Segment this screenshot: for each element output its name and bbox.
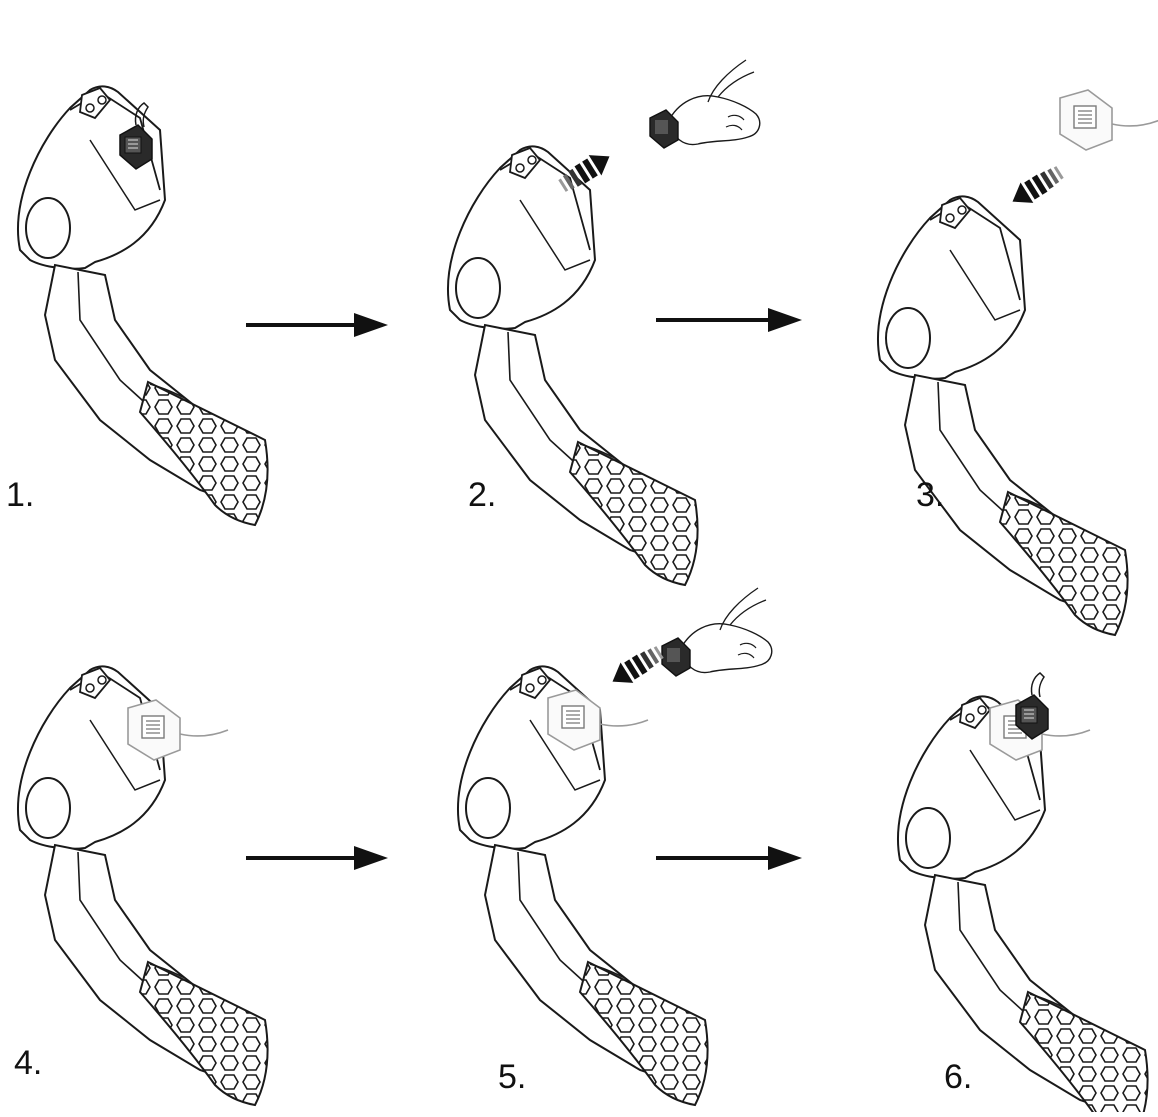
- pedal-icon: [448, 146, 697, 585]
- step-label-2: 2.: [468, 478, 496, 512]
- flow-arrow-5-6: [656, 846, 802, 870]
- adapter-icon: [1060, 90, 1158, 150]
- flow-arrow-2-3: [656, 308, 802, 332]
- hand-icon: [650, 60, 760, 148]
- flow-arrow-4-5: [246, 846, 388, 870]
- push-arrow-icon: [1006, 162, 1066, 212]
- step-label-4: 4.: [14, 1046, 42, 1080]
- hand-icon: [662, 588, 772, 676]
- connector-icon: [1016, 673, 1048, 739]
- step-label-3: 3.: [916, 478, 944, 512]
- step-label-5: 5.: [498, 1060, 526, 1094]
- adapter-icon: [548, 690, 648, 750]
- step-label-6: 6.: [944, 1060, 972, 1094]
- pedal-icon: [898, 696, 1147, 1112]
- pedal-icon: [878, 196, 1127, 635]
- step-label-1: 1.: [6, 478, 34, 512]
- flow-arrow-1-2: [246, 313, 388, 337]
- plug-arrow-icon: [606, 642, 666, 692]
- adapter-icon: [128, 700, 228, 760]
